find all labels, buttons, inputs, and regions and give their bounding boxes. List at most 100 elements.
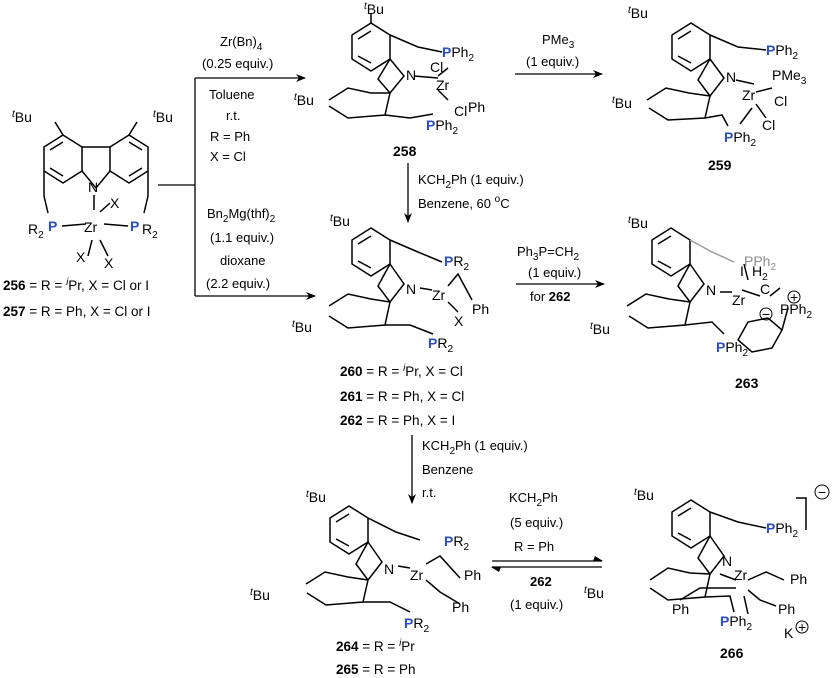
svg-text:Zr: Zr	[436, 77, 450, 93]
svg-text:N: N	[722, 553, 732, 569]
tbu-label: tBu	[153, 109, 173, 125]
svg-text:PMe3: PMe3	[772, 67, 807, 87]
svg-text:+: +	[790, 289, 798, 305]
r2-label: R2	[142, 221, 158, 241]
p-atom: P	[130, 218, 139, 234]
svg-text:PPh2: PPh2	[720, 613, 752, 633]
svg-text:Bn2Mg(thf)2: Bn2Mg(thf)2	[207, 206, 276, 225]
svg-text:tBu: tBu	[292, 319, 312, 335]
svg-text:Ph3P=CH2: Ph3P=CH2	[517, 244, 580, 263]
condition-a5: Ph3P=CH2 (1 equiv.) for 262	[517, 244, 581, 304]
svg-text:N: N	[406, 67, 416, 83]
svg-text:X = Cl: X = Cl	[210, 149, 246, 164]
svg-text:N: N	[384, 561, 394, 577]
compound-label-261: 261 = R = Ph, X = Cl	[340, 389, 464, 404]
svg-text:PMe3: PMe3	[542, 32, 575, 51]
svg-text:Ph: Ph	[472, 301, 489, 317]
svg-text:Cl: Cl	[454, 103, 467, 119]
compound-label-263: 263	[735, 375, 759, 391]
svg-text:(0.25 equiv.): (0.25 equiv.)	[202, 56, 273, 71]
svg-text:−: −	[762, 306, 770, 322]
svg-text:PPh2: PPh2	[442, 44, 474, 64]
svg-text:PPh2: PPh2	[744, 253, 776, 273]
svg-text:tBu: tBu	[634, 487, 654, 503]
svg-text:KCH2Ph (1 equiv.): KCH2Ph (1 equiv.)	[418, 172, 524, 191]
svg-text:r.t.: r.t.	[422, 485, 436, 500]
svg-text:Cl: Cl	[774, 93, 787, 109]
svg-text:262: 262	[530, 574, 552, 589]
svg-text:I: I	[740, 263, 744, 279]
svg-text:(1.1 equiv.): (1.1 equiv.)	[210, 230, 274, 245]
svg-text:Ph: Ph	[672, 601, 689, 617]
p-atom: P	[48, 218, 57, 234]
branch-arrows	[158, 74, 316, 300]
svg-text:R = Ph: R = Ph	[514, 539, 554, 554]
svg-text:PPh2: PPh2	[716, 339, 748, 359]
svg-text:tBu: tBu	[628, 215, 648, 231]
compound-label-262: 262 = R = Ph, X = I	[340, 413, 455, 428]
svg-text:KCH2Ph (1 equiv.): KCH2Ph (1 equiv.)	[422, 438, 528, 457]
svg-text:PPh2: PPh2	[780, 301, 812, 321]
svg-text:C: C	[760, 281, 770, 297]
compound-label-260: 260 = R = iPr, X = Cl	[340, 363, 463, 379]
svg-text:Zr: Zr	[742, 87, 756, 103]
compound-label-258: 258	[393, 143, 417, 159]
svg-text:N: N	[706, 282, 716, 298]
svg-text:tBu: tBu	[364, 1, 384, 17]
tbu-label: tBu	[12, 109, 32, 125]
compound-label-256: 256 = R = iPr, X = Cl or I	[3, 277, 149, 293]
svg-text:Benzene: Benzene	[422, 462, 473, 477]
svg-text:(1 equiv.): (1 equiv.)	[510, 597, 563, 612]
svg-text:−: −	[818, 484, 826, 500]
condition-a1: Zr(Bn)4 (0.25 equiv.) Toluene r.t. R = P…	[202, 34, 273, 164]
svg-text:KCH2Ph: KCH2Ph	[509, 490, 558, 509]
svg-text:Cl: Cl	[762, 117, 775, 133]
svg-text:Ph: Ph	[452, 599, 469, 615]
svg-text:(1 equiv.): (1 equiv.)	[526, 54, 579, 69]
condition-a3: KCH2Ph (1 equiv.) Benzene, 60 oC	[418, 172, 524, 211]
svg-text:tBu: tBu	[584, 585, 604, 601]
svg-text:PPh2: PPh2	[724, 129, 756, 149]
r2-label: R2	[28, 221, 44, 241]
zr-atom: Zr	[84, 219, 98, 235]
x-ligand: X	[110, 195, 120, 211]
svg-text:R = Ph: R = Ph	[210, 129, 250, 144]
svg-text:(5 equiv.): (5 equiv.)	[510, 515, 563, 530]
equilibrium-arrows	[491, 556, 603, 572]
structure-259: tBu tBu N Zr PPh2 PMe3 Cl Cl PPh2	[612, 5, 807, 149]
svg-text:N: N	[726, 69, 736, 85]
svg-text:+: +	[798, 619, 806, 635]
svg-text:tBu: tBu	[612, 95, 632, 111]
compound-label-257: 257 = R = Ph, X = Cl or I	[3, 304, 150, 319]
svg-text:Toluene: Toluene	[209, 87, 255, 102]
compound-label-264: 264 = R = iPr	[336, 638, 415, 654]
x-ligand: X	[104, 255, 114, 271]
compound-label-266: 266	[720, 645, 744, 661]
svg-text:H2: H2	[752, 263, 768, 283]
svg-text:K: K	[784, 625, 794, 641]
svg-text:tBu: tBu	[306, 489, 326, 505]
svg-text:tBu: tBu	[294, 92, 314, 108]
svg-text:Ph: Ph	[790, 571, 807, 587]
svg-text:tBu: tBu	[250, 587, 270, 603]
svg-text:PR2: PR2	[428, 335, 453, 355]
condition-a4: Bn2Mg(thf)2 (1.1 equiv.) dioxane (2.2 eq…	[206, 206, 276, 291]
structure-264-265: tBu tBu N Zr PR2 PR2 Ph Ph	[250, 489, 481, 635]
compound-label-265: 265 = R = Ph	[336, 662, 416, 677]
svg-text:N: N	[406, 281, 416, 297]
compound-label-259: 259	[708, 157, 732, 173]
svg-text:dioxane: dioxane	[220, 253, 266, 268]
svg-text:Zr: Zr	[734, 567, 748, 583]
condition-a7: KCH2Ph (5 equiv.) R = Ph 262 (1 equiv.)	[509, 490, 563, 612]
svg-text:Zr: Zr	[732, 292, 746, 308]
svg-text:Zr(Bn)4: Zr(Bn)4	[220, 34, 263, 53]
svg-text:(2.2 equiv.): (2.2 equiv.)	[206, 276, 270, 291]
svg-text:PR2: PR2	[444, 253, 469, 273]
svg-text:Zr: Zr	[410, 567, 424, 583]
structure-256-257: N Zr P P R2 R2 X X X tBu tBu	[12, 109, 173, 271]
svg-text:Ph: Ph	[468, 99, 485, 115]
n-atom: N	[88, 179, 98, 195]
svg-text:X: X	[454, 313, 464, 329]
svg-text:r.t.: r.t.	[226, 108, 240, 123]
